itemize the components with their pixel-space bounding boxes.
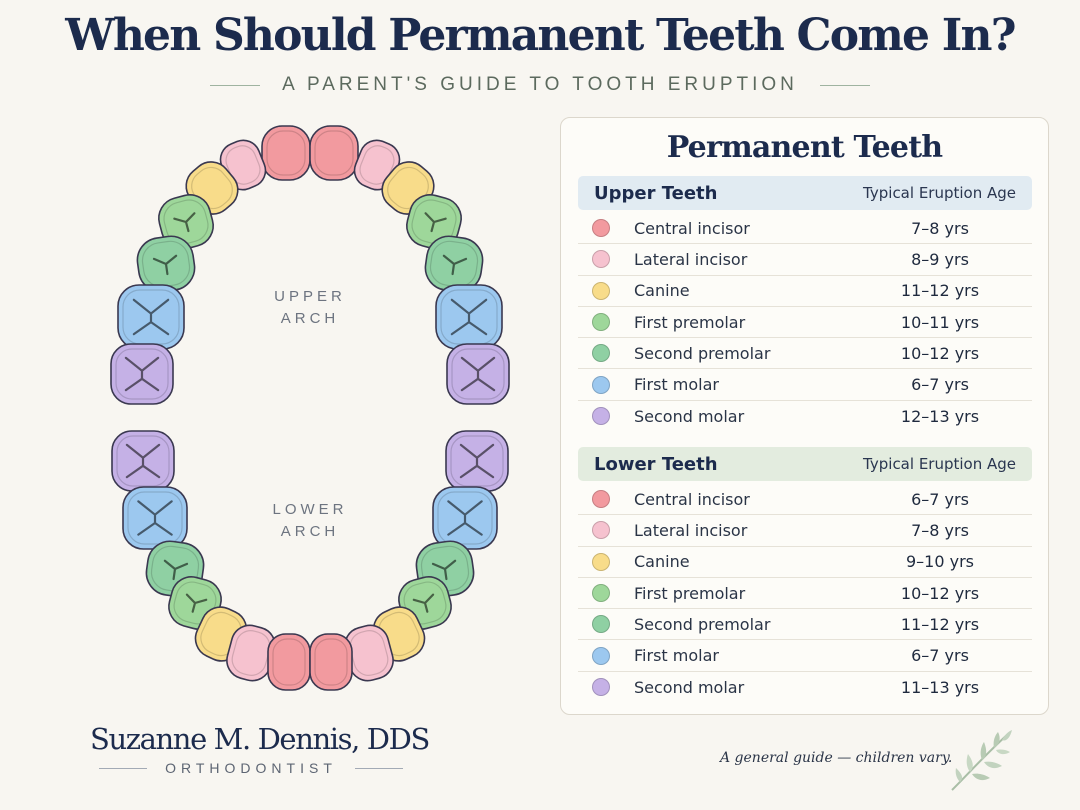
lower-teeth-heading: Lower Teeth bbox=[594, 453, 718, 475]
color-dot-icon bbox=[592, 250, 610, 269]
upper-central-incisor-right bbox=[309, 125, 359, 181]
lower-teeth-header: Lower Teeth Typical Eruption Age bbox=[578, 447, 1032, 481]
subtitle-row: A PARENT'S GUIDE TO TOOTH ERUPTION bbox=[0, 74, 1080, 96]
color-dot-icon bbox=[592, 490, 610, 509]
eruption-age: 6–7 yrs bbox=[911, 646, 969, 666]
upper-first-molar-right bbox=[435, 284, 503, 350]
upper-second-molar-right bbox=[446, 343, 510, 405]
upper-arch-label-line1: UPPER bbox=[274, 288, 346, 305]
subtitle-rule-left bbox=[210, 84, 261, 86]
tooth-name: Second molar bbox=[634, 677, 745, 697]
table-row: Lateral incisor 8–9 yrs bbox=[578, 244, 1032, 276]
color-dot-icon bbox=[592, 375, 610, 394]
table-row: Second molar 12–13 yrs bbox=[578, 401, 1032, 432]
lower-second-molar-right bbox=[445, 430, 509, 492]
color-dot-icon bbox=[592, 646, 610, 665]
eruption-age: 11–12 yrs bbox=[900, 281, 980, 301]
upper-second-premolar-left bbox=[136, 235, 196, 293]
table-row: Second molar 11–13 yrs bbox=[578, 672, 1032, 703]
eruption-age: 11–12 yrs bbox=[900, 614, 980, 634]
color-dot-icon bbox=[592, 678, 610, 697]
eruption-age: 10–12 yrs bbox=[900, 343, 980, 363]
table-row: Lateral incisor 7–8 yrs bbox=[578, 515, 1032, 547]
upper-first-molar-left bbox=[117, 284, 185, 350]
lower-teeth-rows: Central incisor 6–7 yrs Lateral incisor 7–… bbox=[578, 484, 1032, 703]
eruption-age: 11–13 yrs bbox=[900, 677, 980, 697]
upper-second-molar-left bbox=[110, 343, 174, 405]
tooth-name: Second premolar bbox=[634, 343, 771, 363]
table-title: Permanent Teeth bbox=[666, 130, 943, 165]
practice-role-row: ORTHODONTIST bbox=[92, 760, 410, 776]
tooth-name: Central incisor bbox=[634, 218, 750, 238]
eruption-age: 6–7 yrs bbox=[911, 375, 969, 395]
upper-age-column-header: Typical Eruption Age bbox=[863, 184, 1016, 202]
tooth-name: Second premolar bbox=[634, 614, 771, 634]
subtitle: A PARENT'S GUIDE TO TOOTH ERUPTION bbox=[282, 74, 798, 95]
upper-second-premolar-right bbox=[424, 235, 484, 293]
upper-teeth-heading: Upper Teeth bbox=[594, 182, 718, 204]
dental-arch-diagram: UPPER ARCH LOWER ARCH bbox=[110, 125, 510, 691]
color-dot-icon bbox=[592, 281, 610, 300]
tooth-name: Lateral incisor bbox=[634, 249, 748, 269]
table-row: Second premolar 10–12 yrs bbox=[578, 338, 1032, 370]
table-row: Second premolar 11–12 yrs bbox=[578, 609, 1032, 641]
eruption-age: 7–8 yrs bbox=[911, 520, 969, 540]
table-row: Canine 11–12 yrs bbox=[578, 276, 1032, 307]
table-row: First molar 6–7 yrs bbox=[578, 369, 1032, 401]
eruption-age: 7–8 yrs bbox=[911, 218, 969, 238]
color-dot-icon bbox=[592, 219, 610, 238]
eruption-age: 9–10 yrs bbox=[905, 552, 974, 572]
table-row: First premolar 10–11 yrs bbox=[578, 307, 1032, 339]
lower-central-incisor-left bbox=[267, 633, 311, 691]
lower-first-molar-left bbox=[122, 486, 188, 550]
subtitle-rule-right bbox=[819, 84, 870, 86]
color-dot-icon bbox=[592, 344, 610, 363]
practice-role: ORTHODONTIST bbox=[165, 760, 337, 776]
practice-rule-right bbox=[354, 767, 403, 769]
color-dot-icon bbox=[592, 313, 610, 332]
lower-second-molar-left bbox=[111, 430, 175, 492]
page-title: When Should Permanent Teeth Come In? bbox=[65, 10, 1016, 61]
tooth-name: Lateral incisor bbox=[634, 520, 748, 540]
upper-teeth-rows: Central incisor 7–8 yrs Lateral incisor 8–… bbox=[578, 213, 1032, 432]
eruption-age: 10–11 yrs bbox=[900, 312, 980, 332]
teeth-group bbox=[110, 125, 510, 691]
practice-rule-left bbox=[99, 767, 148, 769]
tooth-name: First molar bbox=[634, 646, 719, 666]
upper-arch-label-line2: ARCH bbox=[281, 310, 340, 327]
footnote: A general guide — children vary. bbox=[720, 750, 953, 766]
table-row: First molar 6–7 yrs bbox=[578, 640, 1032, 672]
table-row: Central incisor 7–8 yrs bbox=[578, 213, 1032, 245]
practice-name: Suzanne M. Dennis, DDS bbox=[90, 722, 430, 756]
tooth-name: First premolar bbox=[634, 583, 746, 603]
eruption-age: 10–12 yrs bbox=[900, 583, 980, 603]
eruption-table-card: Permanent Teeth Upper Teeth Typical Erup… bbox=[560, 117, 1049, 715]
eruption-age: 12–13 yrs bbox=[900, 406, 980, 426]
upper-central-incisor-left bbox=[261, 125, 311, 181]
lower-arch-label-line1: LOWER bbox=[272, 501, 347, 518]
color-dot-icon bbox=[592, 615, 610, 634]
lower-age-column-header: Typical Eruption Age bbox=[863, 455, 1016, 473]
color-dot-icon bbox=[592, 521, 610, 540]
tooth-name: First molar bbox=[634, 375, 719, 395]
tooth-name: Central incisor bbox=[634, 489, 750, 509]
tooth-name: Second molar bbox=[634, 406, 745, 426]
eruption-age: 8–9 yrs bbox=[911, 249, 969, 269]
eruption-age: 6–7 yrs bbox=[911, 489, 969, 509]
color-dot-icon bbox=[592, 407, 610, 426]
upper-teeth-header: Upper Teeth Typical Eruption Age bbox=[578, 176, 1032, 210]
color-dot-icon bbox=[592, 552, 610, 571]
table-row: First premolar 10–12 yrs bbox=[578, 578, 1032, 610]
tooth-name: Canine bbox=[634, 552, 690, 572]
tooth-name: Canine bbox=[634, 281, 690, 301]
color-dot-icon bbox=[592, 584, 610, 603]
tooth-name: First premolar bbox=[634, 312, 746, 332]
table-row: Central incisor 6–7 yrs bbox=[578, 484, 1032, 516]
table-row: Canine 9–10 yrs bbox=[578, 547, 1032, 578]
leaf-branch-icon bbox=[951, 730, 1012, 791]
lower-central-incisor-right bbox=[309, 633, 353, 691]
lower-arch-label-line2: ARCH bbox=[281, 523, 340, 540]
lower-first-molar-right bbox=[432, 486, 498, 550]
